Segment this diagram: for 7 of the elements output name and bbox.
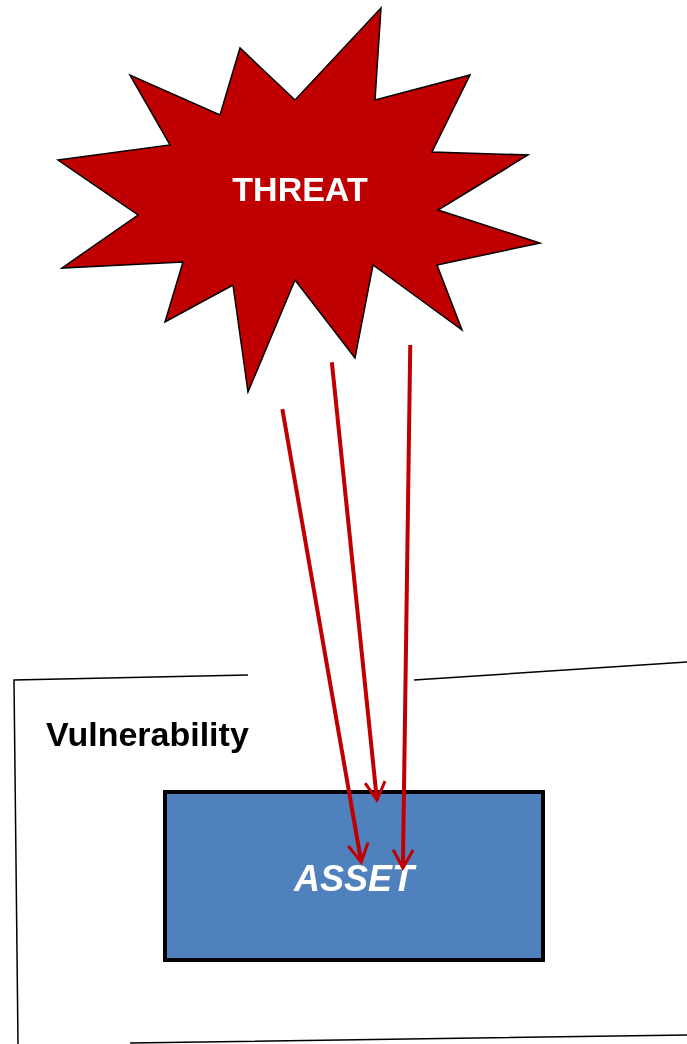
- asset-box: [163, 790, 545, 962]
- heading: Vulnerability: [46, 715, 249, 754]
- arrow: [329, 362, 387, 802]
- label: THREAT: [231, 170, 369, 209]
- arrow: [391, 345, 415, 870]
- label: ASSET: [167, 858, 541, 900]
- arrow: [280, 408, 370, 864]
